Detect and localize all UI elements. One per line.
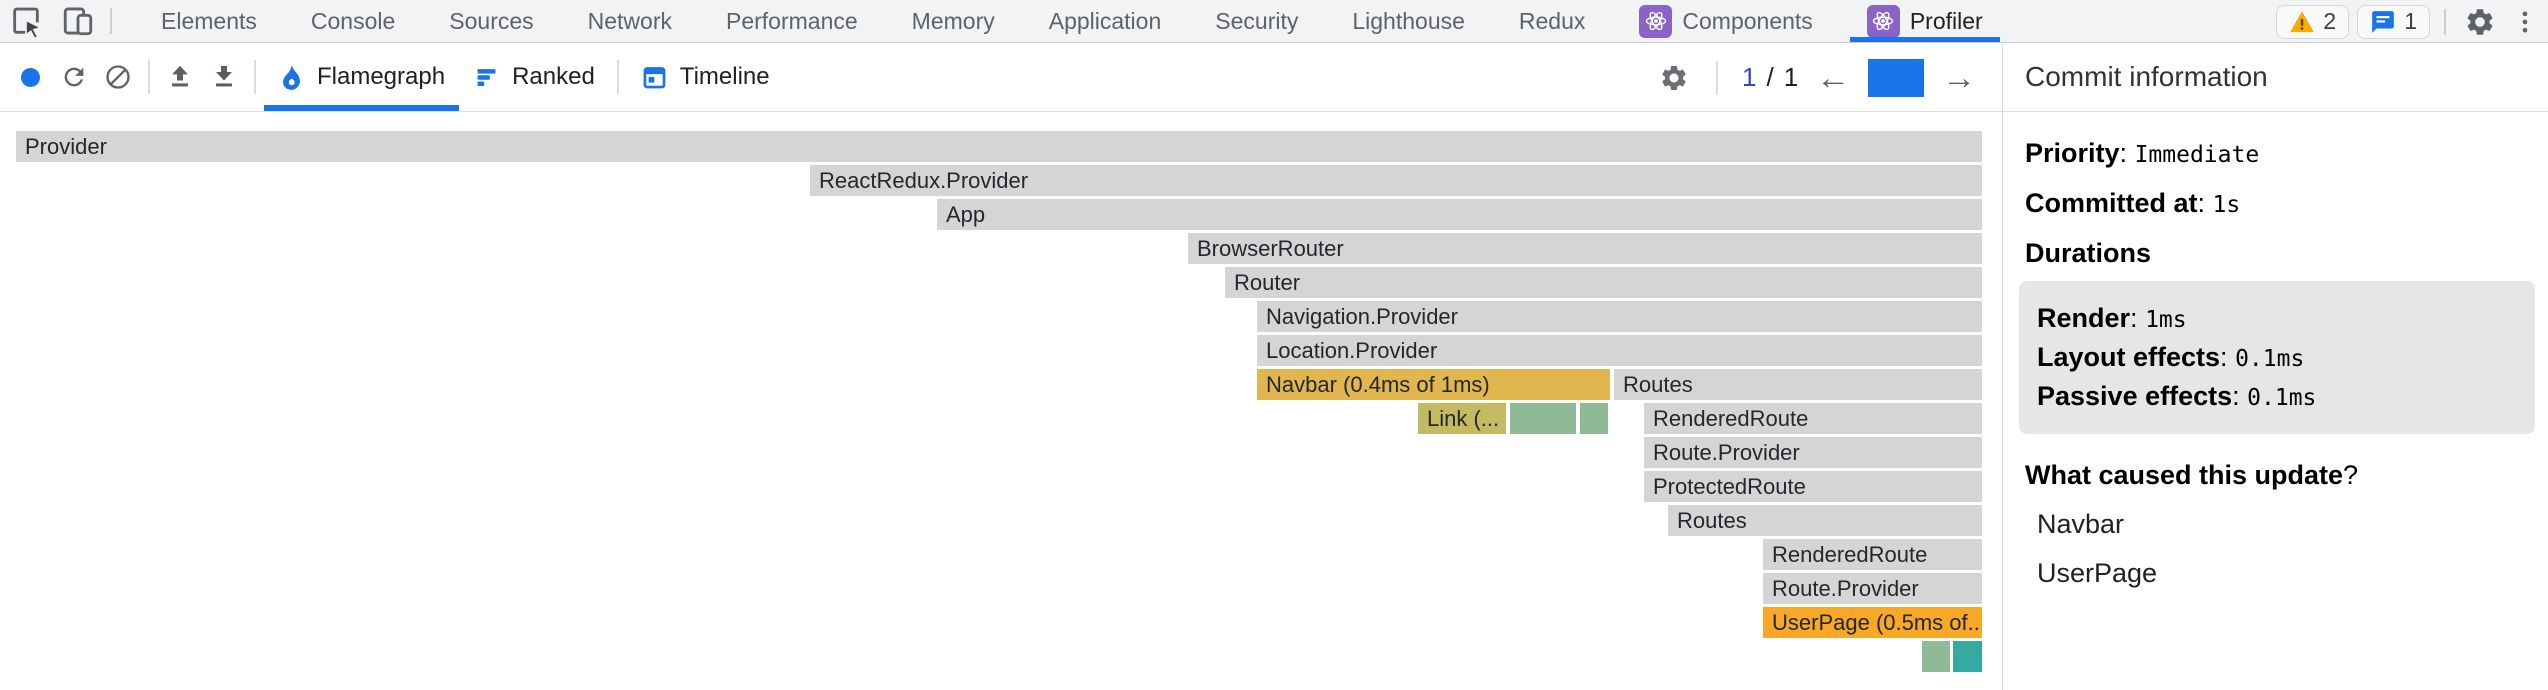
flame-bar[interactable]: Router [1225,267,1982,298]
flame-bar[interactable]: Route.Provider [1644,437,1982,468]
messages-badge[interactable]: 1 [2357,5,2430,39]
flame-bar[interactable] [1510,403,1576,434]
clear-profile-button[interactable] [96,49,140,105]
divider [110,8,112,34]
next-commit-button[interactable]: → [1940,61,1978,95]
divider [2444,9,2446,35]
flame-bar[interactable]: Routes [1614,369,1982,400]
layout-effects-duration: Layout effects: 0.1ms [2037,342,2517,373]
previous-commit-button[interactable]: ← [1814,61,1852,95]
clear-icon [104,63,132,91]
commit-information-panel: Commit information Priority: Immediate C… [2003,43,2548,690]
warning-icon [2289,9,2315,35]
tab-security[interactable]: Security [1188,0,1325,42]
flame-bar[interactable]: App [937,199,1982,230]
more-menu-icon[interactable] [2508,0,2542,43]
flame-bar[interactable]: ReactRedux.Provider [810,165,1982,196]
tabbar-right-controls: 2 1 [2276,0,2542,43]
upload-icon [166,63,194,91]
flame-bar[interactable]: Navigation.Provider [1257,301,1982,332]
flame-bar[interactable]: Routes [1668,505,1982,536]
view-tab-timeline[interactable]: Timeline [627,43,784,111]
flame-bar[interactable]: Provider [16,131,1982,162]
tab-sources[interactable]: Sources [422,0,560,42]
flame-bar[interactable]: Location.Provider [1257,335,1982,366]
flame-bar[interactable] [1580,403,1608,434]
flame-bar[interactable]: RenderedRoute [1644,403,1982,434]
record-icon [21,68,40,87]
divider [148,60,150,94]
tab-elements[interactable]: Elements [134,0,284,42]
commit-counter: 1 / 1 [1742,62,1798,93]
flame-bar[interactable]: Navbar (0.4ms of 1ms) [1257,369,1610,400]
react-icon [1867,5,1900,38]
durations-heading: Durations [2025,238,2532,269]
warnings-badge[interactable]: 2 [2276,5,2349,39]
profiler-settings-icon[interactable] [1656,50,1692,106]
priority-row: Priority: Immediate [2025,138,2532,169]
reload-icon [60,63,88,91]
view-tab-flamegraph[interactable]: Flamegraph [264,43,459,111]
chat-icon [2370,9,2396,35]
durations-box: Render: 1ms Layout effects: 0.1ms Passiv… [2019,281,2535,434]
passive-effects-duration: Passive effects: 0.1ms [2037,381,2517,412]
cause-item-userpage[interactable]: UserPage [2025,558,2532,589]
tab-redux[interactable]: Redux [1492,0,1612,42]
render-duration: Render: 1ms [2037,303,2517,334]
divider [254,60,256,94]
flame-bar[interactable] [1953,641,1982,672]
tab-performance[interactable]: Performance [699,0,885,42]
flame-bar[interactable]: UserPage (0.5ms of... [1763,607,1982,638]
ranked-bars-icon [473,64,500,91]
tab-console[interactable]: Console [284,0,422,42]
export-profile-button[interactable] [202,49,246,105]
flame-icon [278,64,305,91]
flame-bar[interactable]: Link (... [1418,403,1506,434]
tab-lighthouse[interactable]: Lighthouse [1325,0,1492,42]
flame-bar[interactable]: Route.Provider [1763,573,1982,604]
commit-bar-selected[interactable] [1868,59,1924,97]
tab-application[interactable]: Application [1022,0,1189,42]
committed-at-row: Committed at: 1s [2025,188,2532,219]
tab-components[interactable]: Components [1612,0,1839,42]
settings-icon[interactable] [2460,0,2500,43]
view-tab-ranked[interactable]: Ranked [459,43,609,111]
tab-memory[interactable]: Memory [885,0,1022,42]
commit-selector: 1 / 1 ← → [1656,43,1978,112]
react-icon [1639,5,1672,38]
flame-bar[interactable] [1922,641,1950,672]
divider [1716,61,1718,95]
reload-and-profile-button[interactable] [52,49,96,105]
devtools-tab-bar: Elements Console Sources Network Perform… [0,0,2548,43]
flame-bar[interactable]: BrowserRouter [1188,233,1982,264]
tab-profiler[interactable]: Profiler [1840,0,2010,42]
flamegraph: ProviderReactRedux.ProviderAppBrowserRou… [0,112,2002,690]
tab-network[interactable]: Network [561,0,699,42]
commit-information-title: Commit information [2003,43,2548,112]
what-caused-update-heading: What caused this update? [2025,460,2532,491]
flame-bar[interactable]: RenderedRoute [1763,539,1982,570]
calendar-icon [641,64,668,91]
flame-bar[interactable]: ProtectedRoute [1644,471,1982,502]
import-profile-button[interactable] [158,49,202,105]
record-button[interactable] [8,49,52,105]
devtools-tabs: Elements Console Sources Network Perform… [134,0,2010,42]
divider [617,60,619,94]
cause-item-navbar[interactable]: Navbar [2025,509,2532,540]
inspect-element-icon[interactable] [0,0,52,43]
device-toolbar-icon[interactable] [52,0,104,43]
download-icon [210,63,238,91]
